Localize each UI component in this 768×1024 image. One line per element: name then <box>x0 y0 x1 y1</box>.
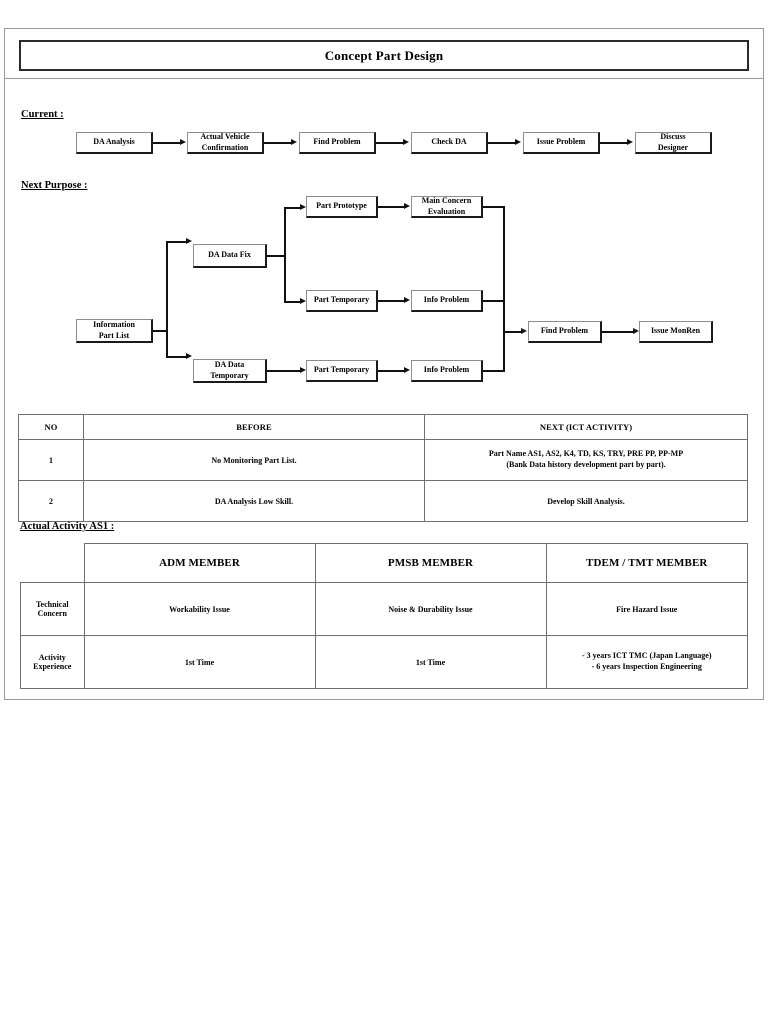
column-header-tdem-tmt-member: TDEM / TMT MEMBER <box>545 543 748 583</box>
cell-pmsb: 1st Time <box>314 635 547 689</box>
connector-line <box>378 206 404 208</box>
column-header-adm-member: ADM MEMBER <box>83 543 316 583</box>
connector-line <box>483 206 505 208</box>
connector-line <box>166 356 186 358</box>
arrow-icon <box>186 353 192 359</box>
flow-node-find-problem-next: Find Problem <box>528 321 602 343</box>
table-header-row: NO BEFORE NEXT (ICT ACTIVITY) <box>18 414 748 440</box>
cell-tdem: Fire Hazard Issue <box>545 582 748 636</box>
flow-node-info-problem-upper: Info Problem <box>411 290 483 312</box>
connector-line <box>264 142 291 144</box>
flow-node-part-prototype: Part Prototype <box>306 196 378 218</box>
flow-node-main-concern-evaluation: Main Concern Evaluation <box>411 196 483 218</box>
arrow-icon <box>521 328 527 334</box>
cell-adm: Workability Issue <box>83 582 316 636</box>
document-title-box: Concept Part Design <box>19 40 749 71</box>
flow-node-part-temporary-upper: Part Temporary <box>306 290 378 312</box>
table-header-row: ADM MEMBER PMSB MEMBER TDEM / TMT MEMBER <box>20 543 748 583</box>
title-band: Concept Part Design <box>5 29 763 79</box>
flow-node-info-problem-lower: Info Problem <box>411 360 483 382</box>
flow-node-information-part-list: Information Part List <box>76 319 153 343</box>
table-actual-activity: ADM MEMBER PMSB MEMBER TDEM / TMT MEMBER… <box>20 543 748 689</box>
table-row: 2 DA Analysis Low Skill. Develop Skill A… <box>18 480 748 522</box>
cell-no: 1 <box>18 439 84 481</box>
connector-line <box>267 370 300 372</box>
flow-node-issue-problem: Issue Problem <box>523 132 600 154</box>
connector-line <box>503 206 505 372</box>
table-before-next: NO BEFORE NEXT (ICT ACTIVITY) 1 No Monit… <box>18 414 748 522</box>
arrow-icon <box>404 203 410 209</box>
connector-line <box>284 207 300 209</box>
connector-line <box>378 300 404 302</box>
column-header-no: NO <box>18 414 84 440</box>
arrow-icon <box>515 139 521 145</box>
arrow-icon <box>404 367 410 373</box>
connector-line <box>378 370 404 372</box>
flow-node-part-temporary-lower: Part Temporary <box>306 360 378 382</box>
cell-before: DA Analysis Low Skill. <box>83 480 425 522</box>
cell-no: 2 <box>18 480 84 522</box>
column-header-blank <box>20 543 85 583</box>
section-label-current: Current : <box>21 109 64 120</box>
table-row: 1 No Monitoring Part List. Part Name AS1… <box>18 439 748 481</box>
connector-line <box>267 255 286 257</box>
arrow-icon <box>300 298 306 304</box>
arrow-icon <box>180 139 186 145</box>
cell-tdem-line1: - 3 years ICT TMC (Japan Language) <box>582 651 712 661</box>
cell-tdem: - 3 years ICT TMC (Japan Language) - 6 y… <box>545 635 748 689</box>
cell-adm: 1st Time <box>83 635 316 689</box>
connector-line <box>153 142 180 144</box>
connector-line <box>284 301 300 303</box>
table-row: Technical Concern Workability Issue Nois… <box>20 582 748 636</box>
row-header-activity-experience: Activity Experience <box>20 635 85 689</box>
flow-node-da-data-temporary: DA Data Temporary <box>193 359 267 383</box>
flow-node-find-problem: Find Problem <box>299 132 376 154</box>
connector-line <box>600 142 627 144</box>
column-header-pmsb-member: PMSB MEMBER <box>314 543 547 583</box>
connector-line <box>602 331 633 333</box>
flow-node-da-data-fix: DA Data Fix <box>193 244 267 268</box>
connector-line <box>483 370 505 372</box>
flow-node-discuss-designer: Discuss Designer <box>635 132 712 154</box>
cell-next: Part Name AS1, AS2, K4, TD, KS, TRY, PRE… <box>424 439 748 481</box>
flow-node-da-analysis: DA Analysis <box>76 132 153 154</box>
arrow-icon <box>403 139 409 145</box>
page-title: Concept Part Design <box>324 47 444 63</box>
flow-node-check-da: Check DA <box>411 132 488 154</box>
arrow-icon <box>300 204 306 210</box>
cell-tdem-line2: - 6 years Inspection Engineering <box>591 662 702 671</box>
connector-line <box>284 207 286 303</box>
connector-line <box>483 300 505 302</box>
column-header-before: BEFORE <box>83 414 425 440</box>
flow-node-issue-monren: Issue MonRen <box>639 321 713 343</box>
table-row: Activity Experience 1st Time 1st Time - … <box>20 635 748 689</box>
connector-line <box>503 331 521 333</box>
connector-line <box>153 330 168 332</box>
section-label-actual-activity: Actual Activity AS1 : <box>20 521 115 532</box>
cell-next-line1: Part Name AS1, AS2, K4, TD, KS, TRY, PRE… <box>488 449 684 459</box>
section-label-next-purpose: Next Purpose : <box>21 180 88 191</box>
connector-line <box>488 142 515 144</box>
cell-pmsb: Noise & Durability Issue <box>314 582 547 636</box>
arrow-icon <box>633 328 639 334</box>
flow-node-actual-vehicle-confirmation: Actual Vehicle Confirmation <box>187 132 264 154</box>
arrow-icon <box>186 238 192 244</box>
row-header-technical-concern: Technical Concern <box>20 582 85 636</box>
column-header-next: NEXT (ICT ACTIVITY) <box>424 414 748 440</box>
arrow-icon <box>627 139 633 145</box>
connector-line <box>376 142 403 144</box>
connector-line <box>166 241 186 243</box>
cell-next-line2: (Bank Data history development part by p… <box>506 460 666 469</box>
arrow-icon <box>300 367 306 373</box>
cell-next: Develop Skill Analysis. <box>424 480 748 522</box>
connector-line <box>166 241 168 358</box>
cell-before: No Monitoring Part List. <box>83 439 425 481</box>
arrow-icon <box>291 139 297 145</box>
arrow-icon <box>404 297 410 303</box>
